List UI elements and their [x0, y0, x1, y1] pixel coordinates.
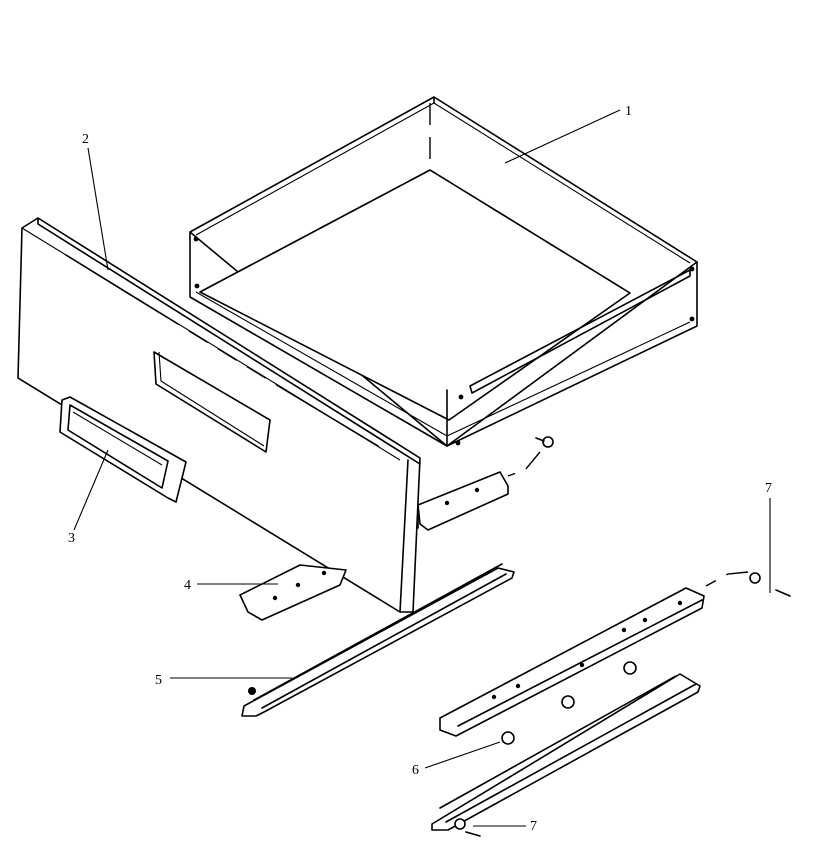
label-1: 1 — [625, 104, 632, 119]
slide-rail-right-upper — [439, 587, 705, 737]
label-5: 5 — [155, 673, 162, 688]
slide-rail-right-lower — [431, 673, 701, 831]
label-2: 2 — [82, 132, 89, 147]
label-4: 4 — [184, 578, 191, 593]
drawer-handle — [59, 396, 187, 503]
label-7-bottom: 7 — [530, 819, 537, 834]
label-3: 3 — [68, 531, 75, 546]
slide-rail-left — [241, 563, 515, 717]
leader-lines — [73, 109, 771, 827]
slide-bracket — [239, 471, 509, 621]
fastener-screws — [454, 436, 791, 837]
label-7-top: 7 — [765, 481, 772, 496]
part-labels: 1 2 3 4 5 6 7 7 — [68, 104, 772, 834]
drawer-box — [189, 96, 698, 447]
label-6: 6 — [412, 763, 419, 778]
